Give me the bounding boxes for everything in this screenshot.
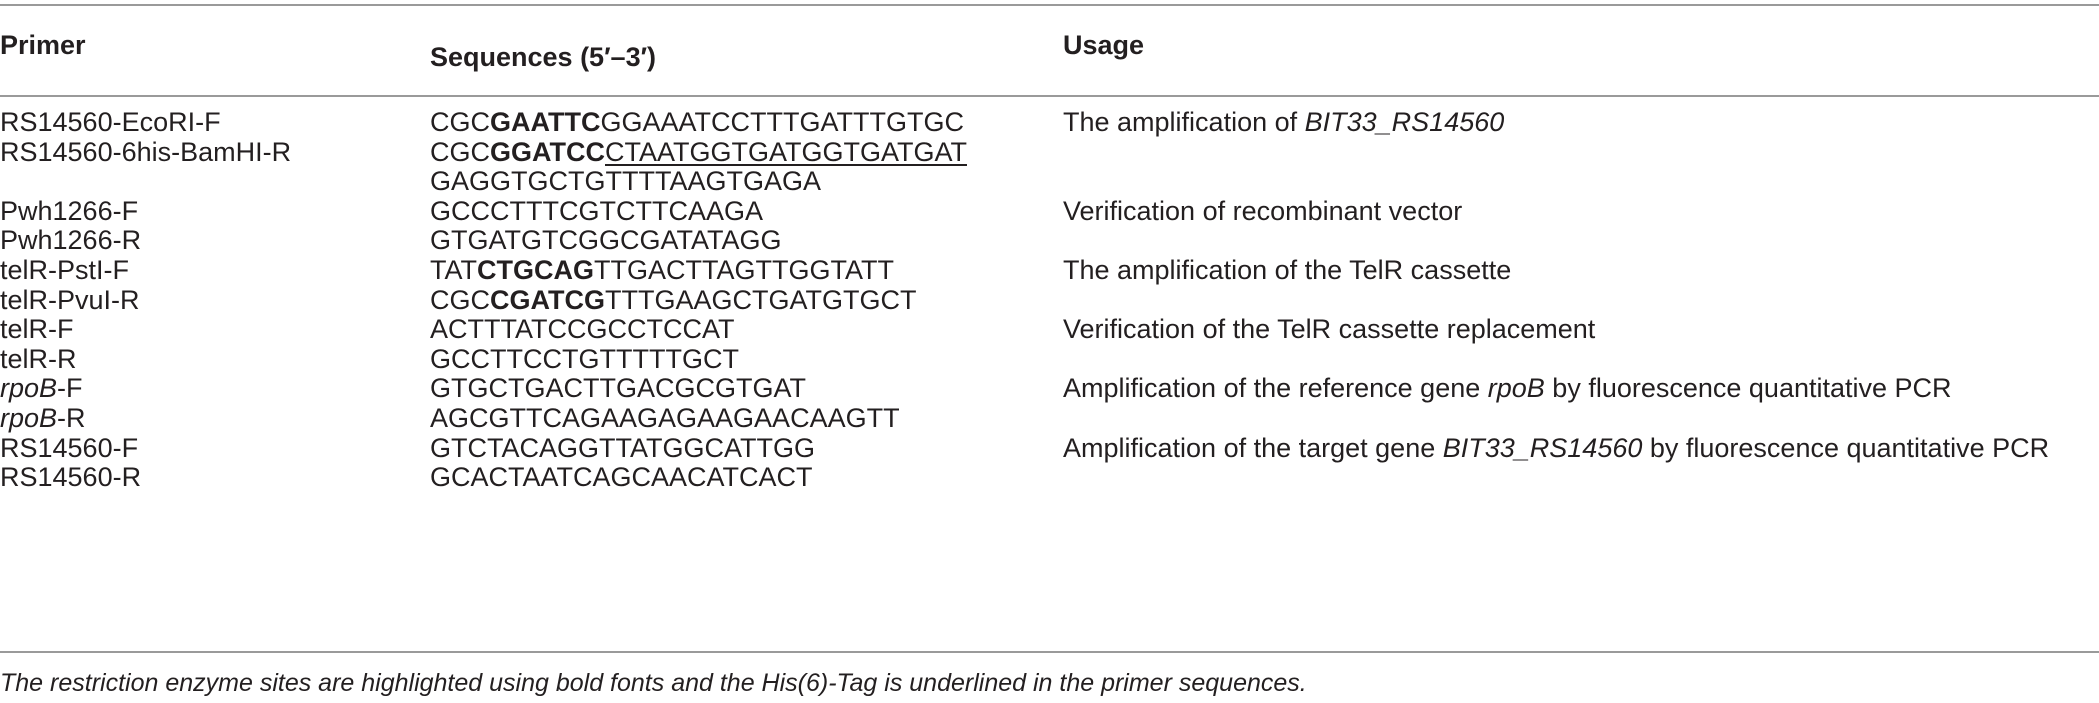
sequence-cell: ACTTTATCCGCCTCCAT bbox=[430, 314, 734, 344]
primer-cell-text: -F bbox=[57, 373, 83, 404]
sequence-cell: CGCGAATTCGGAAATCCTTTGATTTGTGC bbox=[430, 107, 964, 137]
sequence-cell-text: CGC bbox=[430, 107, 490, 137]
sequence-cell-text: GAGGTGCTGTTTTAAGTGAGA bbox=[430, 166, 821, 197]
usage-cell-text: Verification of recombinant vector bbox=[1063, 195, 1463, 226]
primer-cell: rpoB-R bbox=[0, 403, 86, 433]
sequence-cell-text: TAT bbox=[430, 255, 477, 285]
sequence-cell: GAGGTGCTGTTTTAAGTGAGA bbox=[430, 166, 821, 196]
usage-cell-text: BIT33_RS14560 bbox=[1304, 107, 1505, 137]
primer-cell-text: telR-PvuI-R bbox=[0, 284, 140, 315]
usage-cell: Verification of recombinant vector bbox=[1063, 196, 1462, 226]
primer-cell-text: rpoB bbox=[0, 403, 58, 433]
sequence-cell-text: GTCTACAGGTTATGGCATTGG bbox=[430, 432, 815, 463]
primer-cell-text: Pwh1266-R bbox=[0, 225, 142, 256]
usage-cell-text: rpoB bbox=[1487, 373, 1545, 404]
primer-cell-text: rpoB bbox=[0, 373, 58, 404]
usage-cell-text: Verification of the TelR cassette replac… bbox=[1063, 314, 1596, 345]
primer-cell-text: Pwh1266-F bbox=[0, 195, 139, 226]
primer-cell: telR-F bbox=[0, 314, 74, 344]
usage-cell: Verification of the TelR cassette replac… bbox=[1063, 314, 1595, 344]
sequence-cell-text: GCCTTCCTGTTTTTGCT bbox=[430, 343, 739, 374]
sequence-cell: GCCCTTTCGTCTTCAAGA bbox=[430, 196, 763, 226]
primer-cell-text: RS14560-R bbox=[0, 462, 142, 493]
usage-cell-text: by fluorescence quantitative PCR bbox=[1642, 432, 2050, 463]
header-divider-rule bbox=[0, 95, 2099, 97]
sequence-cell: TATCTGCAGTTGACTTAGTTGGTATT bbox=[430, 255, 894, 285]
sequence-cell-text: GGAAATCCTTTGATTTGTGC bbox=[600, 107, 964, 137]
sequence-cell: GTCTACAGGTTATGGCATTGG bbox=[430, 433, 815, 463]
usage-cell: The amplification of the TelR cassette bbox=[1063, 255, 1511, 285]
usage-cell-text: by fluorescence quantitative PCR bbox=[1544, 373, 1952, 404]
sequence-cell: GCACTAATCAGCAACATCACT bbox=[430, 462, 813, 492]
sequence-cell-text: CGATCG bbox=[490, 284, 605, 315]
sequence-cell-text: GCACTAATCAGCAACATCACT bbox=[430, 462, 813, 493]
usage-cell-text: The amplification of bbox=[1063, 107, 1305, 137]
primer-cell: telR-PvuI-R bbox=[0, 285, 140, 315]
usage-cell: The amplification of BIT33_RS14560 bbox=[1063, 107, 1504, 137]
primer-cell-text: telR-PstI-F bbox=[0, 255, 130, 285]
sequence-cell: CGCCGATCGTTTGAAGCTGATGTGCT bbox=[430, 285, 916, 315]
sequence-cell-text: AGCGTTCAGAAGAGAAGAACAAGTT bbox=[430, 403, 900, 433]
usage-cell-text: Amplification of the reference gene bbox=[1063, 373, 1488, 404]
sequence-cell-text: CGC bbox=[430, 284, 490, 315]
primer-cell: RS14560-EcoRI-F bbox=[0, 107, 221, 137]
primer-cell: RS14560-6his-BamHI-R bbox=[0, 137, 291, 167]
sequence-cell: GTGATGTCGGCGATATAGG bbox=[430, 225, 782, 255]
column-header-usage: Usage bbox=[1063, 30, 1145, 60]
sequence-cell: CGCGGATCCCTAATGGTGATGGTGATGAT bbox=[430, 137, 967, 167]
sequence-cell: GTGCTGACTTGACGCGTGAT bbox=[430, 373, 806, 403]
sequence-cell-text: TTGACTTAGTTGGTATT bbox=[594, 255, 894, 285]
primer-cell-text: -R bbox=[57, 403, 86, 433]
sequence-cell-text: GTGCTGACTTGACGCGTGAT bbox=[430, 373, 806, 404]
sequence-cell-text: GAATTC bbox=[490, 107, 601, 137]
primer-cell: Pwh1266-R bbox=[0, 225, 141, 255]
sequence-cell-text: GTGATGTCGGCGATATAGG bbox=[430, 225, 782, 256]
sequence-cell: GCCTTCCTGTTTTTGCT bbox=[430, 344, 739, 374]
usage-cell: Amplification of the target gene BIT33_R… bbox=[1063, 433, 2049, 463]
primer-cell-text: RS14560-F bbox=[0, 432, 139, 463]
primer-cell: RS14560-R bbox=[0, 462, 141, 492]
usage-cell-text: BIT33_RS14560 bbox=[1442, 432, 1643, 463]
table-top-rule bbox=[0, 4, 2099, 6]
primer-cell: rpoB-F bbox=[0, 373, 83, 403]
sequence-cell: AGCGTTCAGAAGAGAAGAACAAGTT bbox=[430, 403, 900, 433]
usage-cell-text: The amplification of the TelR cassette bbox=[1063, 255, 1512, 285]
sequence-cell-text: TTTGAAGCTGATGTGCT bbox=[605, 284, 917, 315]
primer-cell-text: RS14560-6his-BamHI-R bbox=[0, 136, 292, 167]
sequence-cell-text: CTAATGGTGATGGTGATGAT bbox=[605, 136, 967, 167]
primer-cell: telR-PstI-F bbox=[0, 255, 129, 285]
column-header-sequences: Sequences (5′–3′) bbox=[430, 42, 657, 72]
primer-cell-text: telR-R bbox=[0, 343, 77, 374]
table-bottom-rule bbox=[0, 651, 2099, 653]
usage-cell: Amplification of the reference gene rpoB… bbox=[1063, 373, 1952, 403]
sequence-cell-text: GCCCTTTCGTCTTCAAGA bbox=[430, 195, 763, 226]
primer-cell: RS14560-F bbox=[0, 433, 138, 463]
sequence-cell-text: ACTTTATCCGCCTCCAT bbox=[430, 314, 735, 345]
sequence-cell-text: CGC bbox=[430, 136, 490, 167]
table-footnote: The restriction enzyme sites are highlig… bbox=[0, 669, 1307, 697]
sequence-cell-text: GGATCC bbox=[490, 136, 605, 167]
column-header-primer: Primer bbox=[0, 30, 86, 60]
primer-cell-text: RS14560-EcoRI-F bbox=[0, 107, 221, 137]
primer-cell: Pwh1266-F bbox=[0, 196, 138, 226]
primer-cell: telR-R bbox=[0, 344, 77, 374]
primer-cell-text: telR-F bbox=[0, 314, 74, 345]
usage-cell-text: Amplification of the target gene bbox=[1063, 432, 1443, 463]
sequence-cell-text: CTGCAG bbox=[477, 255, 594, 285]
